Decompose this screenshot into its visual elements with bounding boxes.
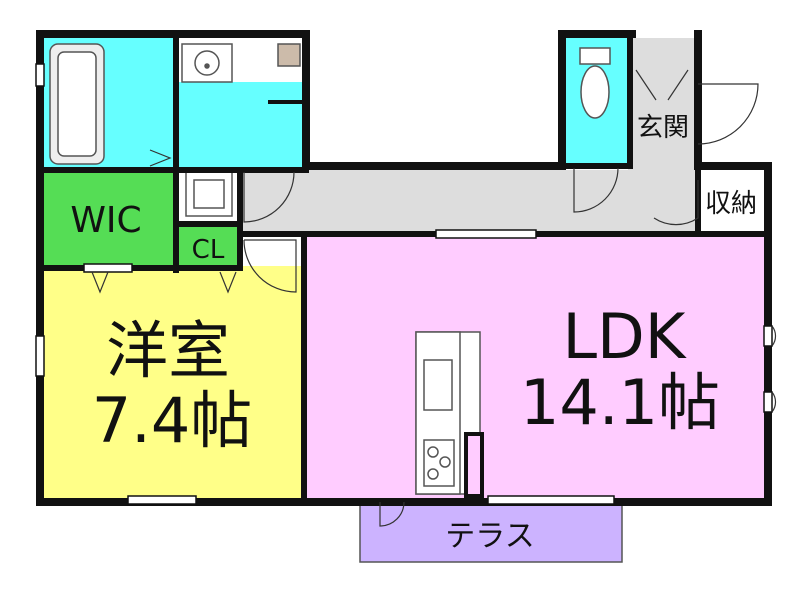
door-ldk-right xyxy=(771,325,777,413)
door-wic xyxy=(91,271,237,294)
label-western-room-size: 7.4帖 xyxy=(92,384,253,457)
labels: WIC CL 玄関 収納 洋室 7.4帖 LDK 14.1帖 テラス xyxy=(70,113,757,554)
toilet-tank xyxy=(579,47,611,65)
label-western-room-name: 洋室 xyxy=(106,314,230,387)
cl-area xyxy=(176,224,240,266)
window-western-top xyxy=(83,263,133,273)
western-room-area xyxy=(44,266,302,498)
kitchen-sink xyxy=(423,359,453,411)
windows xyxy=(35,63,773,505)
window-bath xyxy=(35,63,45,87)
hall-entrance xyxy=(628,38,698,232)
label-terrace: テラス xyxy=(445,519,534,554)
door-terrace xyxy=(379,501,405,527)
pipe-space xyxy=(277,43,301,67)
window-western-bottom xyxy=(127,495,197,505)
storage-area xyxy=(698,170,764,232)
wic-area xyxy=(44,170,176,266)
washroom-area xyxy=(176,82,302,170)
window-ldk-right-1 xyxy=(763,325,773,347)
door-storage xyxy=(653,180,699,226)
door-hall-left xyxy=(243,171,295,223)
window-ldk-bottom xyxy=(487,495,615,505)
door-entrance xyxy=(697,83,759,145)
window-western-left xyxy=(35,335,45,377)
toilet-bowl xyxy=(580,65,610,119)
door-closet xyxy=(635,69,689,101)
door-bath xyxy=(149,149,172,167)
hall-corridor xyxy=(240,170,632,232)
label-ldk-size: 14.1帖 xyxy=(520,366,720,439)
door-toilet xyxy=(573,167,619,213)
label-storage: 収納 xyxy=(705,189,757,219)
fixtures xyxy=(49,43,611,498)
label-entrance: 玄関 xyxy=(637,113,689,143)
room-fills xyxy=(44,38,764,563)
window-ldk-top xyxy=(435,229,537,239)
terrace-area xyxy=(359,499,623,563)
label-ldk-name: LDK xyxy=(563,300,687,373)
ldk-area xyxy=(306,236,764,498)
doors xyxy=(91,69,777,527)
label-wic: WIC xyxy=(70,200,141,241)
door-western xyxy=(243,239,297,293)
label-cl: CL xyxy=(192,235,225,265)
window-ldk-right-2 xyxy=(763,391,773,413)
